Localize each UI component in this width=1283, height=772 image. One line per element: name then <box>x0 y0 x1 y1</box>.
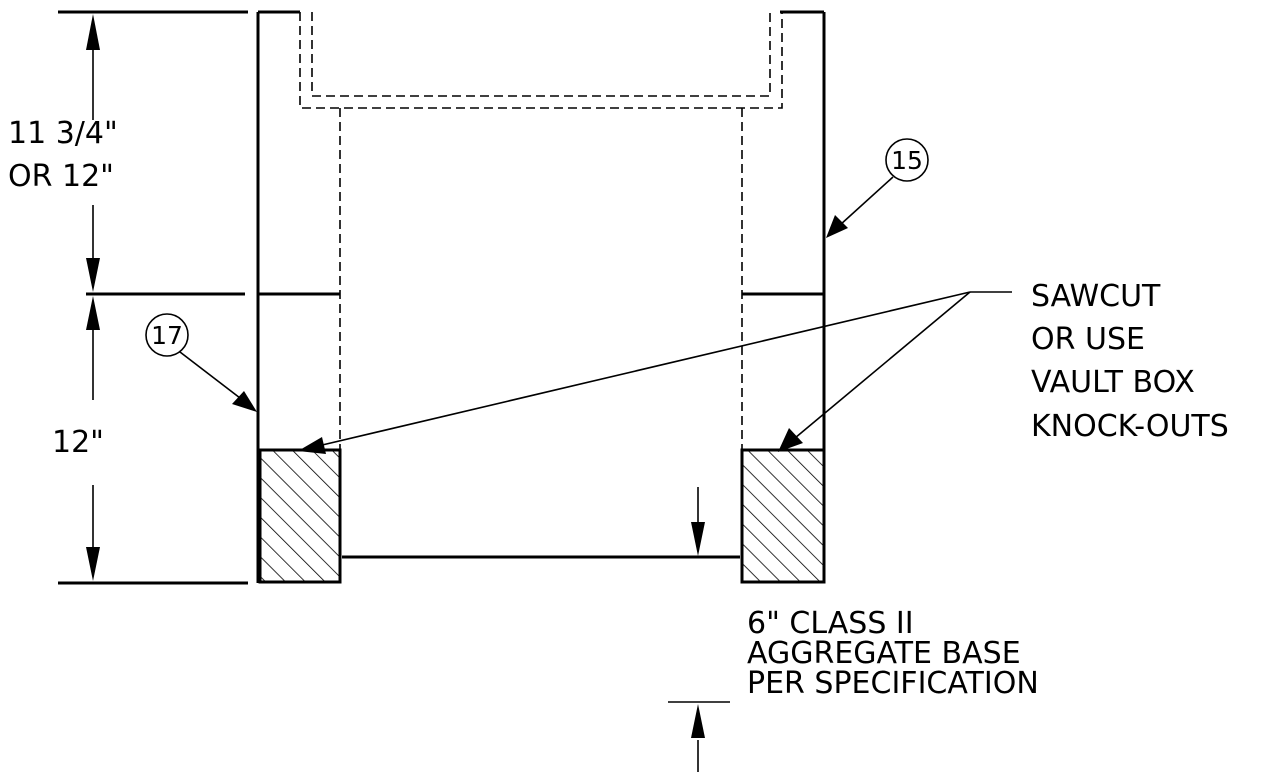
vault-box-outline <box>256 10 826 583</box>
base-dimension <box>668 487 730 772</box>
callout-15-label: 15 <box>891 146 923 175</box>
base-note: 6" CLASS II AGGREGATE BASE PER SPECIFICA… <box>747 606 1039 701</box>
base-note-line-1: 6" CLASS II <box>747 606 914 641</box>
vault-lid <box>299 12 783 109</box>
callout-15: 15 <box>826 138 929 238</box>
dimension-upper <box>58 10 248 292</box>
knockout-hatch-right <box>740 448 826 584</box>
sawcut-note: SAWCUT OR USE VAULT BOX KNOCK-OUTS <box>1031 279 1229 444</box>
sawcut-note-line-3: VAULT BOX <box>1031 365 1195 400</box>
base-note-line-2: AGGREGATE BASE <box>747 636 1021 671</box>
sawcut-note-line-1: SAWCUT <box>1031 279 1161 314</box>
callout-17-label: 17 <box>151 321 183 350</box>
knockout-hatch-left <box>258 448 342 584</box>
dimension-lower <box>86 296 100 581</box>
base-note-line-3: PER SPECIFICATION <box>747 666 1039 701</box>
sawcut-leaders <box>298 291 1012 454</box>
sawcut-note-line-4: KNOCK-OUTS <box>1031 409 1229 444</box>
callout-17: 17 <box>145 313 257 412</box>
dimension-lower-label: 12" <box>52 425 104 460</box>
sawcut-note-line-2: OR USE <box>1031 322 1145 357</box>
dimension-upper-label-2: OR 12" <box>8 159 114 194</box>
dimension-upper-label-1: 11 3/4" <box>8 116 118 151</box>
vault-interior-walls <box>339 108 743 583</box>
